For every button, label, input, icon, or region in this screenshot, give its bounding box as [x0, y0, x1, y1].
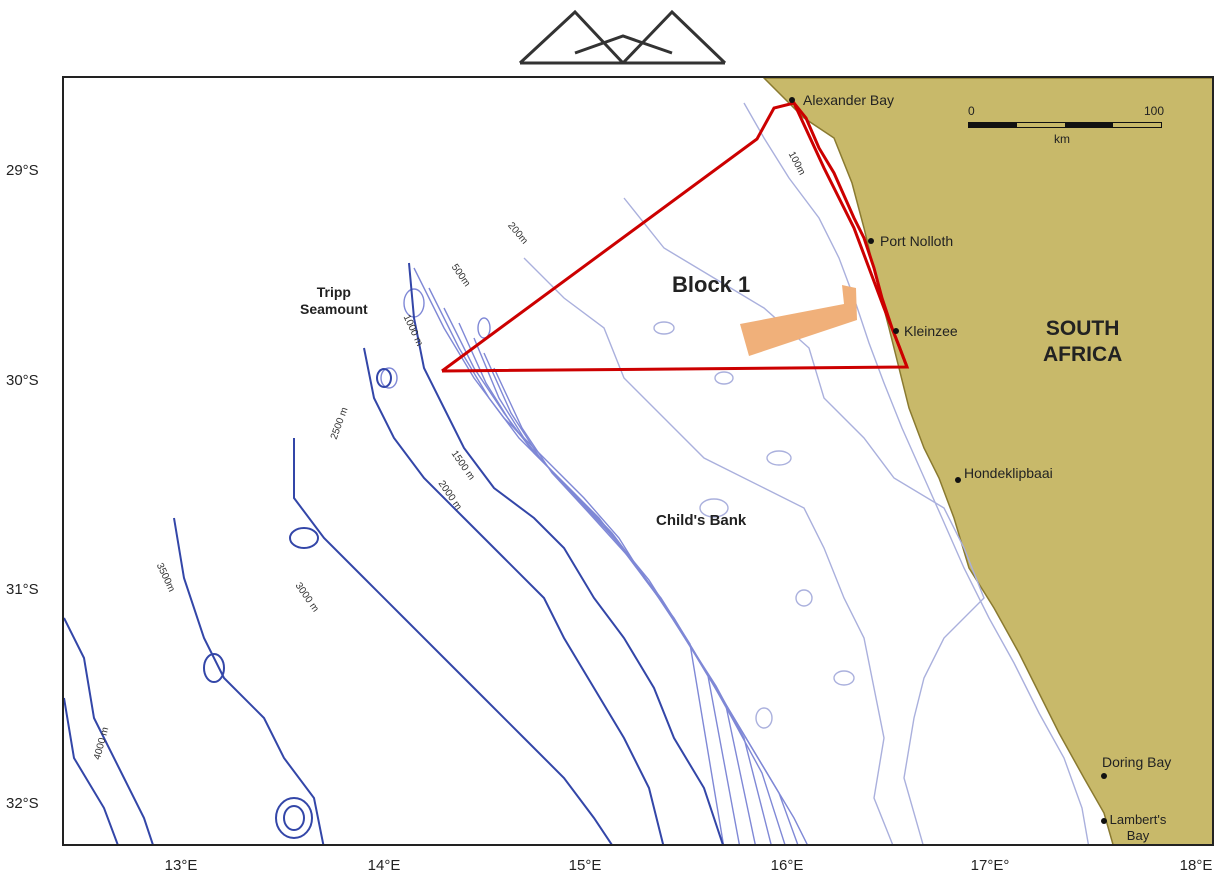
block-1-label: Block 1 — [672, 272, 751, 297]
town-alexander-bay: Alexander Bay — [803, 92, 895, 108]
town-port-nolloth: Port Nolloth — [880, 233, 954, 249]
town-hondeklipbaai: Hondeklipbaai — [964, 465, 1053, 481]
lat-label-32s: 32°S — [6, 795, 39, 812]
lon-label-16e: 16°E — [770, 857, 804, 874]
town-marker — [1101, 773, 1107, 779]
land-area — [762, 78, 1212, 844]
lon-label-17e: 17°E° — [970, 857, 1010, 874]
scale-track — [968, 122, 1162, 128]
tripp-seamount-label: Tripp Seamount — [300, 284, 368, 317]
lat-label-31s: 31°S — [6, 581, 39, 598]
map-canvas — [64, 78, 1212, 844]
double-mountain-logo-icon — [518, 9, 727, 65]
lon-label-18e: 18°E — [1179, 857, 1213, 874]
town-marker — [955, 477, 961, 483]
coast-highlight — [792, 102, 909, 368]
lon-label-14e: 14°E — [367, 857, 401, 874]
town-kleinzee: Kleinzee — [904, 323, 958, 339]
town-doring-bay: Doring Bay — [1102, 754, 1172, 770]
map-frame — [62, 76, 1214, 846]
town-marker — [868, 238, 874, 244]
town-marker — [1101, 818, 1107, 824]
target-area — [740, 285, 857, 356]
town-marker — [789, 97, 795, 103]
childs-bank-label: Child's Bank — [656, 512, 747, 529]
lon-label-15e: 15°E — [568, 857, 602, 874]
country-label: SOUTH AFRICA — [1043, 317, 1123, 367]
town-lamberts-bay: Lambert's Bay — [1109, 812, 1167, 843]
scale-unit-label: km — [1054, 132, 1070, 146]
deep-contours — [64, 262, 724, 844]
lat-label-29s: 29°S — [6, 162, 39, 179]
scale-bar: 0 100 km — [968, 104, 1164, 154]
scale-end-label: 100 — [1144, 104, 1165, 118]
scale-start-label: 0 — [968, 104, 975, 118]
lat-label-30s: 30°S — [6, 372, 39, 389]
mid-contours — [380, 267, 808, 844]
town-marker — [893, 328, 899, 334]
lon-label-13e: 13°E — [164, 857, 198, 874]
shallow-contours — [523, 102, 1090, 844]
